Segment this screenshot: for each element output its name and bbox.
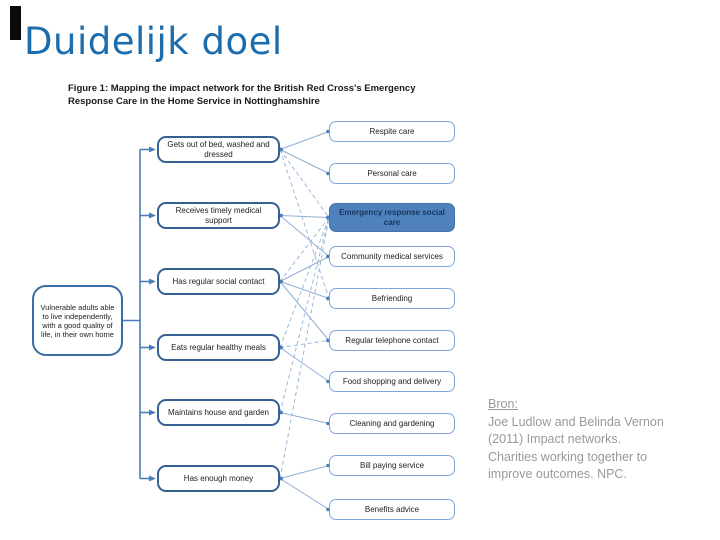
connector-dot: [326, 129, 330, 134]
citation: Bron: Joe Ludlow and Belinda Vernon (201…: [488, 396, 708, 484]
corner-marker: [10, 6, 21, 40]
connector-line: [279, 465, 330, 479]
connector-line: [279, 215, 330, 218]
citation-label: Bron:: [488, 397, 518, 411]
connector-line: [279, 217, 330, 282]
connector-line: [279, 215, 330, 257]
connector-dot: [326, 254, 330, 259]
connector-line: [279, 149, 330, 299]
connector-dot: [279, 345, 283, 350]
connector-dot: [326, 507, 330, 512]
connector-line: [279, 217, 330, 479]
connector-line: [279, 149, 330, 174]
connector-line: [279, 217, 330, 348]
connector-dot: [326, 296, 330, 301]
connector-line: [279, 217, 330, 413]
connector-dot: [326, 463, 330, 468]
arrowhead-icon: [149, 146, 156, 153]
arrowhead-icon: [149, 344, 156, 351]
connector-line: [279, 340, 330, 348]
connector-dot: [326, 421, 330, 426]
connector-dot: [326, 338, 330, 343]
connector-dot: [279, 410, 283, 415]
connector-dot: [326, 379, 330, 384]
figure-caption: Figure 1: Mapping the impact network for…: [68, 83, 416, 107]
slide-title: Duidelijk doel: [24, 20, 283, 63]
connector-line: [279, 281, 330, 299]
connector-dot: [279, 279, 283, 284]
connector-dot: [279, 213, 283, 218]
arrowhead-icon: [149, 278, 156, 285]
connector-dot: [279, 147, 283, 152]
connector-dot: [279, 476, 283, 481]
connector-line: [279, 256, 330, 282]
connector-line: [279, 347, 330, 382]
connector-line: [279, 412, 330, 424]
connector-dot: [326, 171, 330, 176]
connector-line: [279, 149, 330, 218]
citation-line: Joe Ludlow and Belinda Vernon: [488, 414, 664, 429]
citation-line: Charities working together to: [488, 449, 648, 464]
connector-dot: [326, 215, 330, 220]
arrowhead-icon: [149, 409, 156, 416]
citation-line: (2011) Impact networks.: [488, 432, 622, 446]
arrowhead-icon: [149, 212, 156, 219]
connector-line: [279, 478, 330, 510]
connector-line: [279, 281, 330, 341]
arrowhead-icon: [149, 475, 156, 482]
connector-line: [279, 131, 330, 150]
citation-line: improve outcomes. NPC.: [488, 467, 627, 481]
